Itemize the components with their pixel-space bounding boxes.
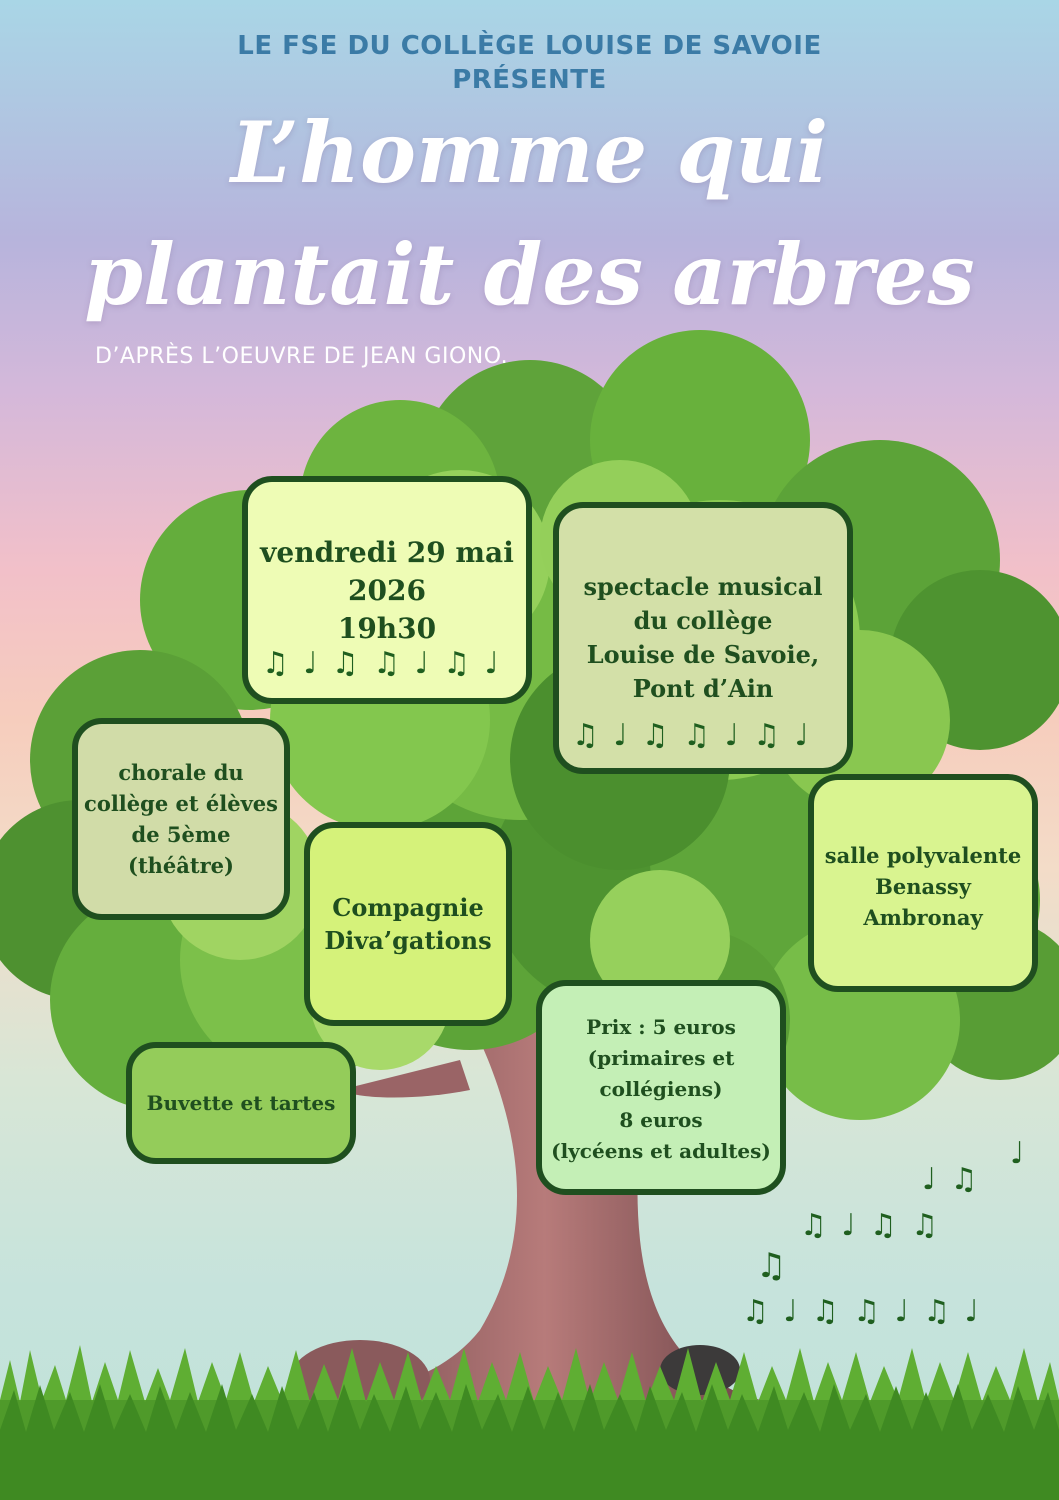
music-notes-scatter-1: ♩ <box>1010 1136 1027 1171</box>
choir-line-3: de 5ème <box>131 822 231 847</box>
choir-line-2: collège et élèves <box>84 791 278 816</box>
choir-card: chorale du collège et élèves de 5ème (th… <box>72 718 290 920</box>
title-line-2: plantait des arbres <box>84 225 975 324</box>
presenter-line-2: PRÉSENTE <box>452 65 607 95</box>
price-line-1: Prix : 5 euros <box>586 1015 736 1039</box>
music-notes-show-card: ♫ ♩ ♫ ♫ ♩ ♫ ♩ <box>572 718 811 753</box>
music-notes-date-card: ♫ ♩ ♫ ♫ ♩ ♫ ♩ <box>262 646 501 681</box>
company-card: Compagnie Diva’gations <box>304 822 512 1026</box>
venue-card: salle polyvalente Benassy Ambronay <box>808 774 1038 992</box>
choir-line-4: (théâtre) <box>128 853 234 878</box>
venue-line-2: Benassy <box>875 874 971 899</box>
year-line: 2026 <box>348 574 426 607</box>
show-line-3: Louise de Savoie, <box>586 640 820 669</box>
music-notes-scatter-4: ♫ <box>756 1246 789 1286</box>
venue-line-1: salle polyvalente <box>824 843 1022 868</box>
music-notes-scatter-5: ♫ ♩ ♫ ♫ ♩ ♫ ♩ <box>742 1294 981 1329</box>
presenter-line-1: LE FSE DU COLLÈGE LOUISE DE SAVOIE <box>237 31 822 61</box>
price-line-3: collégiens) <box>599 1077 723 1101</box>
show-line-1: spectacle musical <box>583 572 823 601</box>
company-line-1: Compagnie <box>332 893 484 922</box>
show-line-4: Pont d’Ain <box>632 674 774 703</box>
subtitle: D’APRÈS L’OEUVRE DE JEAN GIONO. <box>95 344 509 369</box>
venue-line-3: Ambronay <box>863 905 983 930</box>
price-line-2: (primaires et <box>587 1046 735 1070</box>
show-line-2: du collège <box>633 606 773 635</box>
bar-card: Buvette et tartes <box>126 1042 356 1164</box>
time-line: 19h30 <box>337 612 437 645</box>
title-line-1: L’homme qui <box>230 103 829 202</box>
music-notes-scatter-2: ♩ ♫ <box>922 1162 980 1197</box>
bar-text: Buvette et tartes <box>146 1091 336 1115</box>
music-notes-scatter-3: ♫ ♩ ♫ ♫ <box>800 1208 941 1243</box>
date-card: vendredi 29 mai 2026 19h30 <box>242 476 532 704</box>
date-line: vendredi 29 mai <box>260 536 514 569</box>
choir-line-1: chorale du <box>118 760 244 785</box>
show-card: spectacle musical du collège Louise de S… <box>553 502 853 774</box>
company-line-2: Diva’gations <box>324 926 492 955</box>
price-card: Prix : 5 euros (primaires et collégiens)… <box>536 980 786 1195</box>
price-line-4: 8 euros <box>619 1108 703 1132</box>
grass <box>0 1345 1059 1500</box>
price-line-5: (lycéens et adultes) <box>551 1139 771 1163</box>
